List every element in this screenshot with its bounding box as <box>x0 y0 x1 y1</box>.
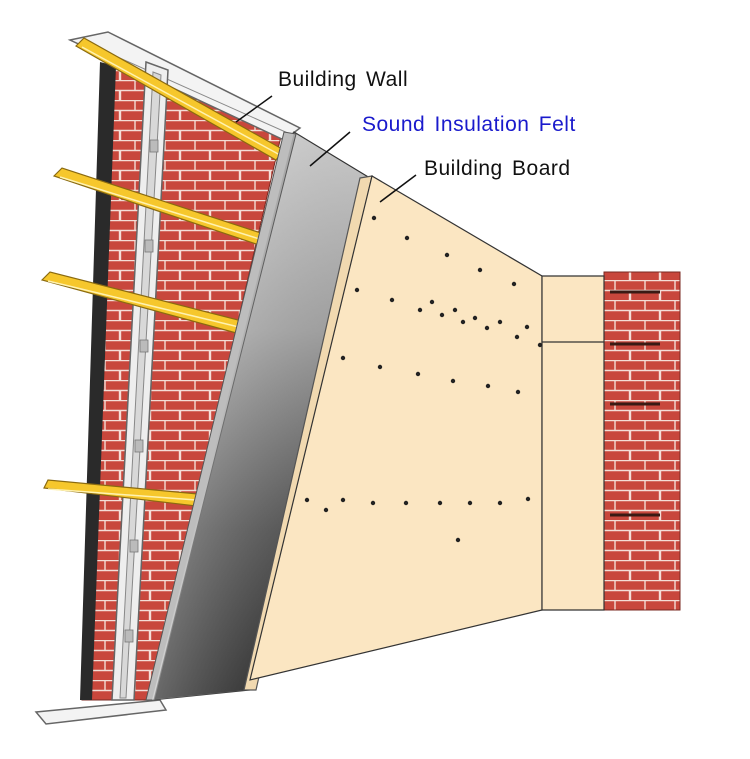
label-building-board: Building Board <box>424 157 571 180</box>
sound-insulation-felt <box>145 131 371 701</box>
steel-frame <box>34 31 302 725</box>
label-sound-insulation-felt: Sound Insulation Felt <box>362 113 576 136</box>
leader-building-wall <box>235 95 273 123</box>
leader-building-board <box>379 174 417 203</box>
bottom-track <box>34 699 168 725</box>
right-wall-rebar <box>610 290 660 517</box>
wall-dark-edge <box>80 62 116 700</box>
label-building-wall: Building Wall <box>278 68 409 91</box>
board-screws <box>304 215 543 543</box>
building-board <box>243 175 605 691</box>
brick-wall-right <box>603 271 681 611</box>
stud-holes <box>124 139 159 643</box>
leader-sound-insulation-felt <box>309 131 351 167</box>
felt-shading <box>152 132 370 700</box>
leader-lines <box>235 95 417 203</box>
board-edge-strip <box>243 175 373 691</box>
board-side-panel <box>541 275 605 611</box>
